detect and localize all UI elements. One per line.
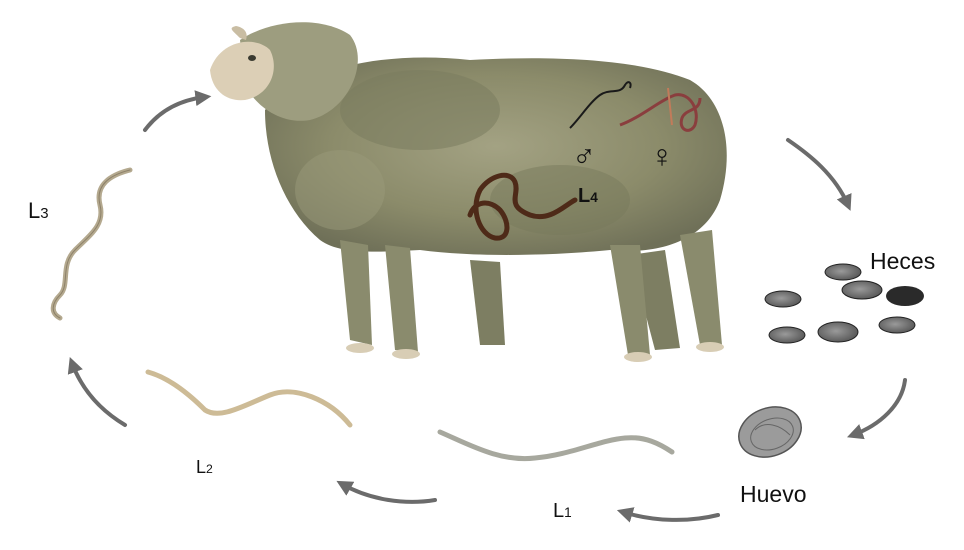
female-symbol-icon: ♀	[650, 140, 674, 172]
label-huevo: Huevo	[740, 483, 806, 506]
arrow-l1-to-l2	[342, 484, 435, 502]
label-l3: L3	[28, 200, 49, 222]
l1-larva	[440, 432, 672, 459]
label-l4: L4	[578, 186, 598, 206]
label-heces: Heces	[870, 250, 935, 273]
feces-eggs	[765, 264, 924, 343]
arrow-sheep-to-feces	[788, 140, 848, 205]
arrow-egg-to-l1	[623, 512, 718, 520]
male-symbol-icon: ♂	[572, 140, 596, 172]
single-egg	[732, 399, 809, 466]
label-l1: L1	[553, 501, 572, 521]
arrow-l3-to-sheep	[145, 97, 205, 130]
arrow-l2-to-l3	[72, 363, 125, 425]
l3-larva	[53, 170, 130, 318]
l2-larva	[148, 372, 350, 425]
arrow-feces-to-egg	[853, 380, 905, 435]
sheep-illustration	[210, 22, 727, 362]
label-l2: L2	[196, 458, 213, 476]
